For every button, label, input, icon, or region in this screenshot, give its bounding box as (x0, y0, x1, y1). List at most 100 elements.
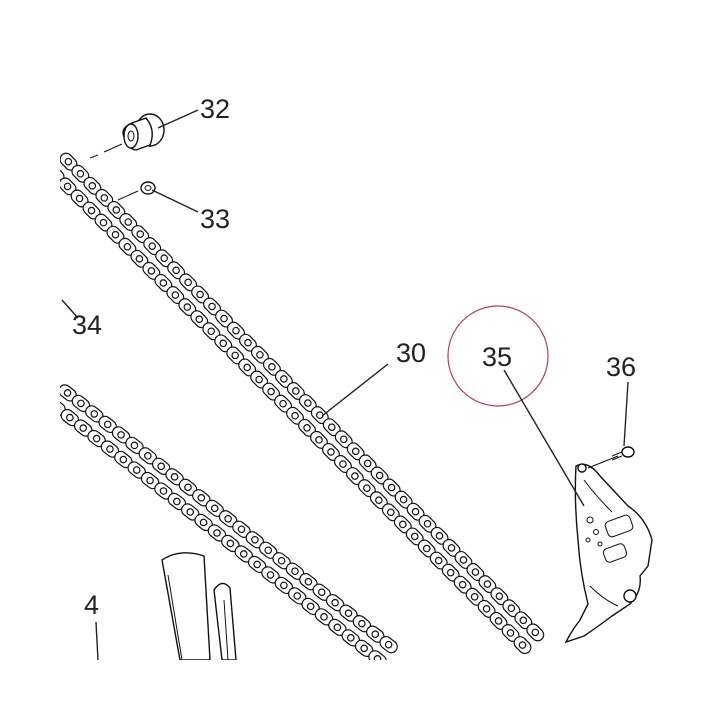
chain-link-pin (495, 592, 504, 600)
chain-link-pin (100, 194, 109, 202)
chain-link-pin (87, 206, 96, 215)
chain-link-pin (186, 508, 195, 516)
chain-link-pin (135, 255, 144, 263)
washer-33 (117, 181, 156, 201)
chain-link-pin (291, 567, 299, 576)
leader-36 (623, 381, 629, 447)
chain-link-pin (103, 420, 112, 429)
chain-link-pin (99, 218, 108, 227)
chain-link-pin (339, 460, 347, 468)
chain-link-pin (410, 532, 419, 541)
chain-link-pin (136, 230, 145, 238)
chain-link-pin (531, 628, 540, 637)
chain-link-pin (331, 598, 339, 607)
leader-4 (95, 621, 99, 661)
chain-link-pin (317, 588, 326, 597)
chain-link-pin (280, 581, 288, 590)
chain-link-pin (291, 411, 299, 420)
frame-mask-left (0, 0, 60, 720)
callout-33: 33 (200, 204, 230, 234)
chain-link-pin (148, 242, 156, 250)
chain-link-pin (159, 487, 168, 495)
chain-link-pin (303, 423, 311, 432)
chain-link-pin (199, 518, 208, 527)
chain-link-pin (304, 577, 313, 586)
chain-link-pin (422, 544, 431, 553)
chain-link-pin (483, 580, 492, 588)
callout-36: 36 (606, 352, 636, 382)
chain-link-pin (458, 580, 467, 589)
chain-link-pin (244, 338, 252, 347)
chain-link-pin (106, 445, 114, 453)
callout-32: 32 (200, 94, 230, 124)
chain-link-pin (157, 462, 166, 471)
chain-link-pin (88, 182, 97, 190)
chain-link-pin (387, 483, 396, 492)
chain-link-pin (63, 182, 72, 191)
chain-link-pin (147, 267, 156, 275)
chain-guard-35 (564, 463, 653, 644)
chain-link-pin (90, 410, 99, 418)
chain-link-pin (173, 497, 181, 506)
chain-link-pin (519, 616, 528, 625)
chain-link-pin (255, 375, 263, 384)
chain-link-pin (146, 476, 154, 485)
chain-link-pin (77, 399, 85, 408)
chain-link-pin (184, 483, 192, 492)
chain-link-pin (239, 550, 248, 558)
chain-link-pin (117, 431, 125, 439)
chain-link-pin (293, 592, 302, 600)
chain-link-pin (159, 279, 168, 287)
chain-link-pin (64, 157, 73, 166)
chain-link-pin (351, 447, 360, 456)
chain-link-pin (130, 441, 139, 450)
chain-link-pin (220, 314, 228, 323)
chain-link-pin (375, 471, 384, 480)
chain-link-pin (344, 609, 353, 617)
chain-link-pin (111, 230, 120, 239)
chain-link-pin (183, 303, 192, 311)
chain-link-pin (398, 520, 407, 529)
chain-link-pin (346, 634, 355, 642)
chain-link-pin (123, 242, 132, 251)
post-4 (161, 552, 237, 661)
chain-link-pin (494, 617, 503, 625)
chain-link-pin (327, 423, 336, 431)
chain-link-pin (279, 399, 287, 408)
chain-link-pin (195, 315, 204, 323)
chain-link-pin (447, 544, 456, 552)
leader-34 (61, 299, 79, 319)
chain-link-pin (63, 389, 72, 397)
chain-link-pin (124, 218, 133, 226)
chain-link-pin (197, 494, 206, 502)
chain-link-pin (92, 434, 101, 443)
chain-link-pin (482, 605, 491, 613)
chain-link-pin (411, 507, 420, 516)
chain-link-pin (333, 623, 342, 632)
chain-link-pin (243, 363, 251, 372)
chain-link-pin (507, 604, 516, 613)
chain-link-pin (232, 326, 240, 335)
chain-link-pin (358, 619, 366, 628)
chain-link-pin (184, 278, 192, 287)
chain-link-pin (268, 363, 276, 371)
chain-link-pin (208, 302, 216, 311)
chain-link-pin (351, 472, 359, 480)
chain-link-pin (292, 387, 300, 395)
callout-34: 34 (72, 310, 102, 340)
chain-link-pin (315, 436, 323, 444)
chain-link-pin (213, 529, 221, 537)
chain-link-pin (256, 350, 264, 359)
chain-link-pin (237, 525, 246, 534)
chain-link-pin (119, 455, 128, 464)
chain-link-pin (251, 535, 259, 544)
leader-33 (151, 189, 199, 213)
callout-4: 4 (84, 590, 99, 620)
frame-mask-bottom (0, 660, 720, 720)
chain-link-pin (506, 629, 515, 637)
chain-link-pin (399, 495, 408, 504)
chain-link-pin (320, 613, 328, 621)
chain-link-pin (363, 484, 371, 492)
chain-link-pin (196, 290, 204, 299)
